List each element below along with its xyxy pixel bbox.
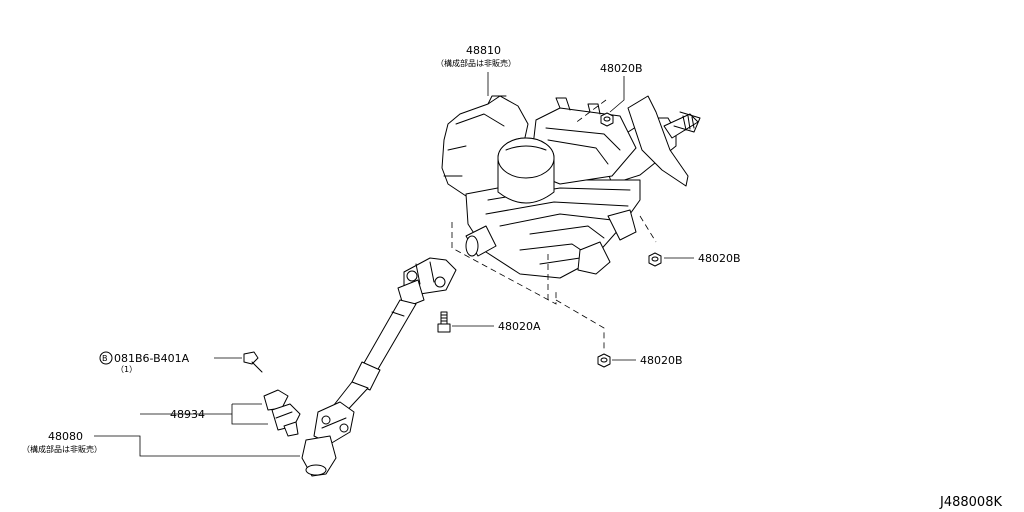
label-nut-top: 48020B xyxy=(600,62,643,75)
steering-column-assembly xyxy=(441,95,701,279)
label-column-assembly-note: （構成部品は非販売） xyxy=(436,58,516,68)
label-nut-bottom: 48020B xyxy=(640,354,683,367)
label-bolt-circled-prefix: B xyxy=(102,354,108,363)
label-boot: 48934 xyxy=(170,408,205,421)
nut-right-part xyxy=(648,252,662,267)
bolt-part xyxy=(437,311,451,333)
label-joint-assembly: 48080 xyxy=(48,430,83,443)
label-column-assembly: 48810 xyxy=(466,44,501,57)
alignment-lines xyxy=(451,99,657,352)
drawing-code: J488008K xyxy=(939,495,1002,510)
label-joint-assembly-note: （構成部品は非販売） xyxy=(22,444,102,454)
label-bolt: 48020A xyxy=(498,320,541,333)
boot-clamp-part xyxy=(263,389,301,437)
nut-top-part xyxy=(600,112,614,127)
label-nut-right: 48020B xyxy=(698,252,741,265)
label-bolt-small: 081B6-B401A xyxy=(114,352,190,365)
label-bolt-small-qty: （1） xyxy=(116,365,137,374)
small-bolt-part xyxy=(243,351,263,373)
circled-b-marker xyxy=(99,351,113,365)
intermediate-shaft xyxy=(301,257,457,477)
leader-lines xyxy=(94,72,694,457)
nut-bottom-part xyxy=(597,353,611,368)
part-labels: 48810 （構成部品は非販売） 48020B 48020B 48020A 48… xyxy=(22,44,1002,510)
